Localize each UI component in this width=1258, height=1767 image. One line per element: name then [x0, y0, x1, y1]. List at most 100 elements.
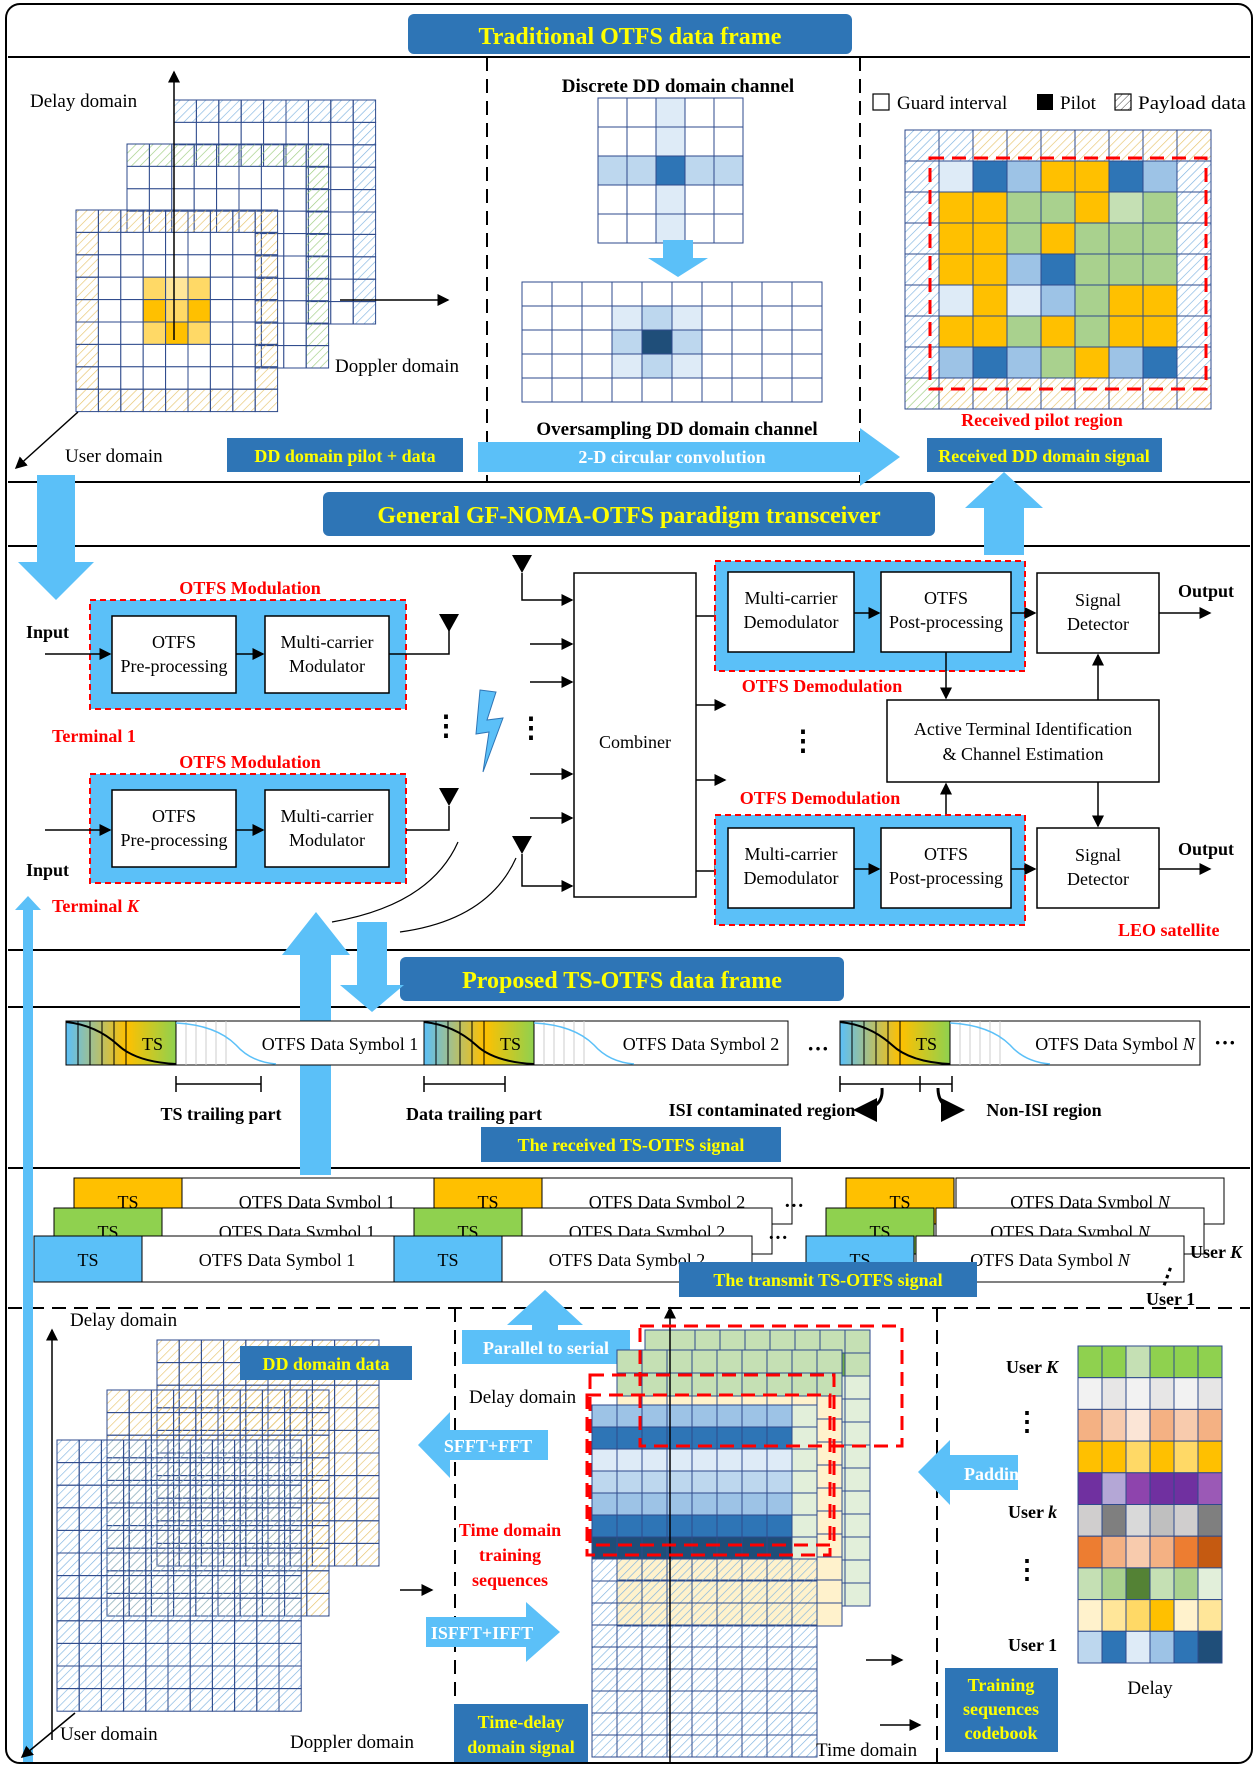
grid-cell — [209, 366, 234, 390]
codebook-cell — [1125, 1567, 1151, 1601]
grid-cell — [187, 254, 211, 278]
codebook-cell — [1173, 1345, 1199, 1379]
dd-data-cell — [156, 1362, 180, 1386]
grid-cell — [120, 209, 144, 233]
dd-domain-data-label: DD domain data — [262, 1354, 389, 1374]
tx-ts-block — [33, 1235, 143, 1283]
codebook-cell — [1077, 1630, 1103, 1664]
grid-cell — [142, 299, 167, 323]
td-cell — [716, 1448, 743, 1472]
channel-cell — [731, 353, 763, 379]
antenna-icon-k — [439, 788, 459, 806]
dd-data-cell — [123, 1597, 147, 1622]
codebook-cell — [1101, 1599, 1127, 1632]
received-dd-signal-label: Received DD domain signal — [938, 446, 1150, 466]
dd-data-cell — [256, 1484, 280, 1509]
grid-cell — [142, 254, 167, 278]
received-cell — [904, 222, 940, 255]
discrete-channel-label: Discrete DD domain channel — [562, 76, 794, 97]
ellipsis-recv: ··· — [807, 1036, 829, 1061]
td-cell — [691, 1734, 718, 1758]
channel-cell — [791, 305, 823, 331]
time-delay-box: Time-delay domain signal — [454, 1704, 588, 1762]
td-cell — [741, 1734, 768, 1758]
dd-data-cell — [284, 1389, 308, 1414]
dd-data-cell — [145, 1597, 169, 1622]
td-cell — [741, 1646, 768, 1670]
td-cell — [791, 1646, 818, 1670]
channel-cell — [597, 97, 628, 128]
received-cell — [1040, 253, 1076, 286]
td-cell — [691, 1404, 718, 1428]
tx-data-symbol-label: OTFS Data Symbol 2 — [589, 1192, 746, 1212]
channel-cell — [684, 184, 715, 215]
dd-data-cell — [256, 1665, 280, 1690]
dd-data-cell — [145, 1575, 169, 1599]
channel-cell — [521, 329, 553, 355]
grid-cell — [305, 300, 330, 324]
channel-cell — [791, 353, 823, 379]
td-cell — [766, 1646, 793, 1670]
dd-data-cell — [189, 1642, 213, 1667]
td-cell — [791, 1668, 818, 1692]
channel-cell — [611, 377, 643, 403]
td-cell — [741, 1349, 768, 1374]
channel-cell — [684, 213, 715, 244]
codebook-cell — [1077, 1599, 1103, 1632]
legend-payload: Payload data — [1138, 93, 1247, 114]
dd-data-cell — [56, 1462, 80, 1486]
received-cell — [972, 253, 1008, 286]
grid-cell — [285, 121, 309, 146]
dd-data-cell — [239, 1412, 263, 1436]
grid-cell — [232, 254, 256, 278]
td-cell — [691, 1470, 718, 1494]
td-cell — [741, 1624, 768, 1648]
received-cell — [1142, 315, 1178, 348]
td-cell — [791, 1690, 818, 1714]
received-cell — [972, 160, 1008, 193]
grid-cell — [330, 189, 354, 213]
grid-cell — [75, 321, 99, 345]
td-cell — [616, 1448, 643, 1472]
grid-cell — [75, 231, 99, 256]
codebook-cell — [1149, 1504, 1175, 1537]
grid-cell — [120, 388, 144, 413]
td-cell — [691, 1558, 718, 1582]
dd-data-cell — [334, 1429, 358, 1454]
channel-cell — [671, 329, 703, 355]
channel-cell — [731, 329, 763, 355]
td-cell — [766, 1668, 793, 1692]
dd-data-cell — [167, 1620, 191, 1644]
banner-proposed: Proposed TS-OTFS data frame — [400, 957, 844, 1001]
grid-cell — [126, 188, 150, 212]
signal-detector-box-2 — [1036, 827, 1160, 909]
td-cell — [766, 1712, 793, 1736]
dd-data-cell — [334, 1520, 358, 1544]
received-cell — [1108, 377, 1144, 410]
td-cell — [766, 1690, 793, 1714]
grid-cell — [195, 99, 220, 123]
tx-data-symbol-label: OTFS Data Symbol 1 — [239, 1192, 396, 1212]
grid-cell — [75, 388, 99, 413]
codebook-cell — [1077, 1345, 1103, 1379]
td-cell — [641, 1470, 668, 1494]
received-cell — [1040, 191, 1076, 224]
codebook-cell — [1077, 1504, 1103, 1537]
dd-data-cell — [256, 1529, 280, 1554]
td-cell — [741, 1690, 768, 1714]
dd-data-cell — [306, 1479, 330, 1504]
dd-data-cell — [256, 1439, 280, 1464]
outer-frame — [5, 3, 1253, 1764]
channel-cell — [713, 184, 744, 215]
codebook-3: codebook — [964, 1723, 1037, 1743]
received-cell — [1040, 315, 1076, 348]
td-cell — [641, 1492, 668, 1516]
codebook-cell — [1077, 1408, 1103, 1442]
received-cell — [1074, 129, 1110, 162]
ts-block — [839, 1020, 951, 1066]
grid-cell — [165, 388, 189, 413]
signal-det-1a: Signal — [1075, 590, 1121, 610]
codebook-cell — [1173, 1408, 1199, 1442]
mc-mod-box-k — [264, 789, 390, 868]
channel-cell — [626, 184, 657, 215]
